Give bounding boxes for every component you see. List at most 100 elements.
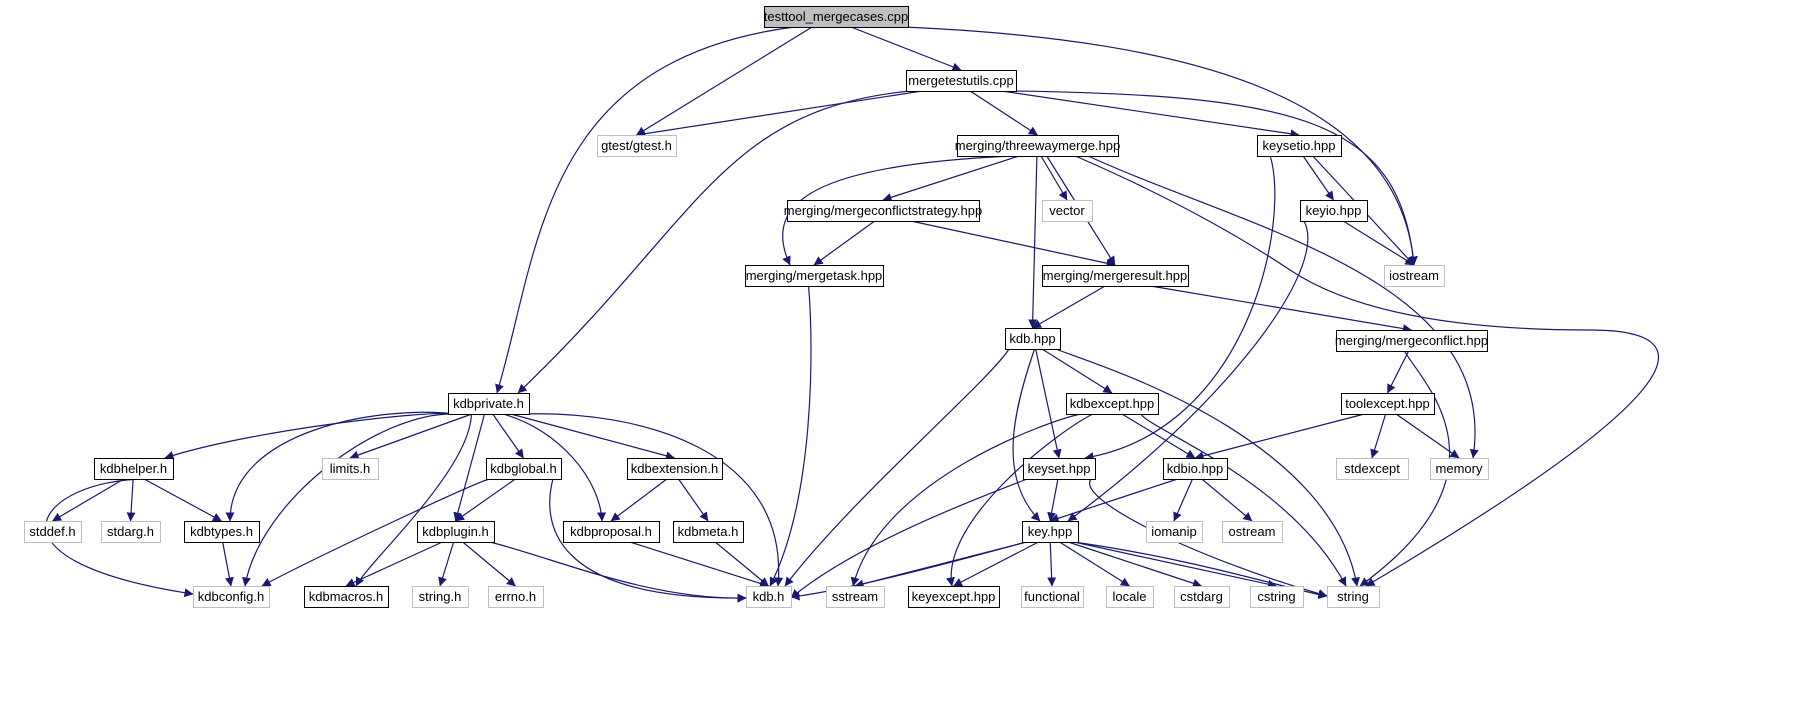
node-box <box>764 6 909 28</box>
node-box <box>1174 586 1230 608</box>
node-label: string <box>1337 589 1369 604</box>
node-box <box>597 135 677 157</box>
edge-mergetask-to-kdbh <box>769 285 812 587</box>
node-keyset[interactable]: keyset.hpp <box>1023 458 1096 480</box>
node-label: cstring <box>1257 589 1295 604</box>
node-mergeresult[interactable]: merging/mergeresult.hpp <box>1042 265 1189 287</box>
node-label: kdbplugin.h <box>422 524 489 539</box>
node-kdbio[interactable]: kdbio.hpp <box>1163 458 1228 480</box>
edge-keyhpp-to-functional <box>1047 541 1057 587</box>
edge-kdbglobal-to-kdbconfig <box>261 478 491 587</box>
node-kdbprivate[interactable]: kdbprivate.h <box>448 393 530 415</box>
node-iostream: iostream <box>1384 265 1445 287</box>
edge-testtool-to-kdbprivate <box>495 26 795 394</box>
node-kdbplugin[interactable]: kdbplugin.h <box>417 521 495 543</box>
node-threewaymerge[interactable]: merging/threewaymerge.hpp <box>955 135 1120 157</box>
edge-kdbglobal-to-kdbh <box>549 478 747 603</box>
root-file-node[interactable]: testtool_mergecases.cpp <box>764 6 909 28</box>
node-kdbextension[interactable]: kdbextension.h <box>627 458 723 480</box>
node-label: cstdarg <box>1180 589 1223 604</box>
node-kdbglobal[interactable]: kdbglobal.h <box>486 458 562 480</box>
edge-mergetestutils-to-kdbprivate <box>517 90 911 394</box>
edge-kdbprivate-to-limits <box>349 413 473 460</box>
edge-kdbmeta-to-kdbh <box>714 541 769 587</box>
edge-kdbexcept-to-sstream <box>850 413 1082 587</box>
edge-kdbplugin-to-kdbmacros <box>345 541 443 587</box>
node-label: merging/mergeresult.hpp <box>1043 268 1188 283</box>
node-label: keyexcept.hpp <box>912 589 996 604</box>
node-string: string <box>1327 586 1380 608</box>
node-box <box>412 586 469 608</box>
node-keyio[interactable]: keyio.hpp <box>1300 200 1368 222</box>
edge-keysetio-to-keyset <box>1084 155 1276 461</box>
node-label: kdbmacros.h <box>309 589 383 604</box>
node-box <box>193 586 270 608</box>
node-label: toolexcept.hpp <box>1345 396 1430 411</box>
edge-mergetestutils-to-gtest <box>636 90 923 139</box>
node-label: kdbio.hpp <box>1167 461 1223 476</box>
edge-keyhpp-to-locale <box>1059 541 1130 587</box>
edge-testtool-to-gtest <box>636 26 813 136</box>
node-label: mergetestutils.cpp <box>908 73 1014 88</box>
node-label: merging/mergetask.hpp <box>746 268 883 283</box>
node-label: kdbconfig.h <box>198 589 265 604</box>
edge-kdbhelper-to-stdarg <box>126 478 136 522</box>
node-box <box>1250 586 1304 608</box>
node-mergeconflict[interactable]: merging/mergeconflict.hpp <box>1335 330 1488 352</box>
edge-kdbhpp-to-kdbexcept <box>1041 348 1113 394</box>
node-label: iomanip <box>1151 524 1197 539</box>
node-kdbhpp[interactable]: kdb.hpp <box>1005 328 1061 350</box>
edge-kdbextension-to-kdbmeta <box>678 478 709 522</box>
node-label: stdexcept <box>1344 461 1400 476</box>
node-kdbconfig: kdbconfig.h <box>193 586 270 608</box>
edge-keysetio-to-keyio <box>1302 155 1334 201</box>
node-box <box>101 521 161 543</box>
node-keyexcept[interactable]: keyexcept.hpp <box>908 586 1000 608</box>
node-memory: memory <box>1430 458 1489 480</box>
node-box <box>1336 330 1488 352</box>
node-kdbhelper[interactable]: kdbhelper.h <box>94 458 174 480</box>
node-box <box>957 135 1119 157</box>
edge-kdbprivate-to-kdbmacros <box>355 413 472 587</box>
edge-kdbexcept-to-kdbio <box>1121 413 1196 459</box>
node-limits: limits.h <box>322 458 379 480</box>
node-label: gtest/gtest.h <box>601 138 672 153</box>
node-keyhpp[interactable]: key.hpp <box>1022 521 1079 543</box>
node-label: key.hpp <box>1028 524 1073 539</box>
node-errno: errno.h <box>488 586 544 608</box>
node-mergeconflictstrategy[interactable]: merging/mergeconflictstrategy.hpp <box>784 200 982 222</box>
edge-kdbprivate-to-kdbproposal <box>503 413 607 522</box>
node-toolexcept[interactable]: toolexcept.hpp <box>1341 393 1435 415</box>
node-box <box>1327 586 1380 608</box>
node-kdbmeta[interactable]: kdbmeta.h <box>673 521 744 543</box>
node-kdbmacros[interactable]: kdbmacros.h <box>304 586 389 608</box>
node-box <box>673 521 744 543</box>
node-label: merging/mergeconflictstrategy.hpp <box>784 203 982 218</box>
edge-kdbhelper-to-kdbtypes <box>143 478 222 522</box>
node-label: kdbproposal.h <box>570 524 652 539</box>
node-label: keyset.hpp <box>1028 461 1091 476</box>
node-keysetio[interactable]: keysetio.hpp <box>1257 135 1342 157</box>
edge-mergeconflictstrategy-to-mergetask <box>813 220 876 266</box>
edge-mergeconflictstrategy-to-mergeresult <box>910 220 1116 268</box>
node-mergetestutils[interactable]: mergetestutils.cpp <box>906 70 1017 92</box>
edge-kdbprivate-to-kdbtypes <box>225 411 457 522</box>
node-mergetask[interactable]: merging/mergetask.hpp <box>745 265 884 287</box>
edge-threewaymerge-to-vector <box>1040 155 1068 201</box>
edge-kdbio-to-keyhpp <box>1049 478 1178 523</box>
node-kdbtypes[interactable]: kdbtypes.h <box>184 521 260 543</box>
edge-kdbglobal-to-kdbplugin <box>455 478 516 522</box>
edge-kdbprivate-to-kdbconfig <box>242 413 458 587</box>
edge-keyset-to-kdbh <box>790 478 1028 599</box>
edge-keyhpp-to-keyexcept <box>953 541 1039 587</box>
edge-kdbextension-to-kdbproposal <box>610 478 668 522</box>
node-stddef: stddef.h <box>24 521 82 543</box>
edge-threewaymerge-to-string <box>1075 155 1660 587</box>
node-kdbproposal[interactable]: kdbproposal.h <box>563 521 660 543</box>
node-box <box>1042 200 1093 222</box>
node-label: kdb.hpp <box>1009 331 1055 346</box>
node-kdbexcept[interactable]: kdbexcept.hpp <box>1066 393 1159 415</box>
node-stdexcept: stdexcept <box>1336 458 1409 480</box>
edge-kdbtypes-to-kdbconfig <box>222 541 234 587</box>
node-box <box>486 458 562 480</box>
